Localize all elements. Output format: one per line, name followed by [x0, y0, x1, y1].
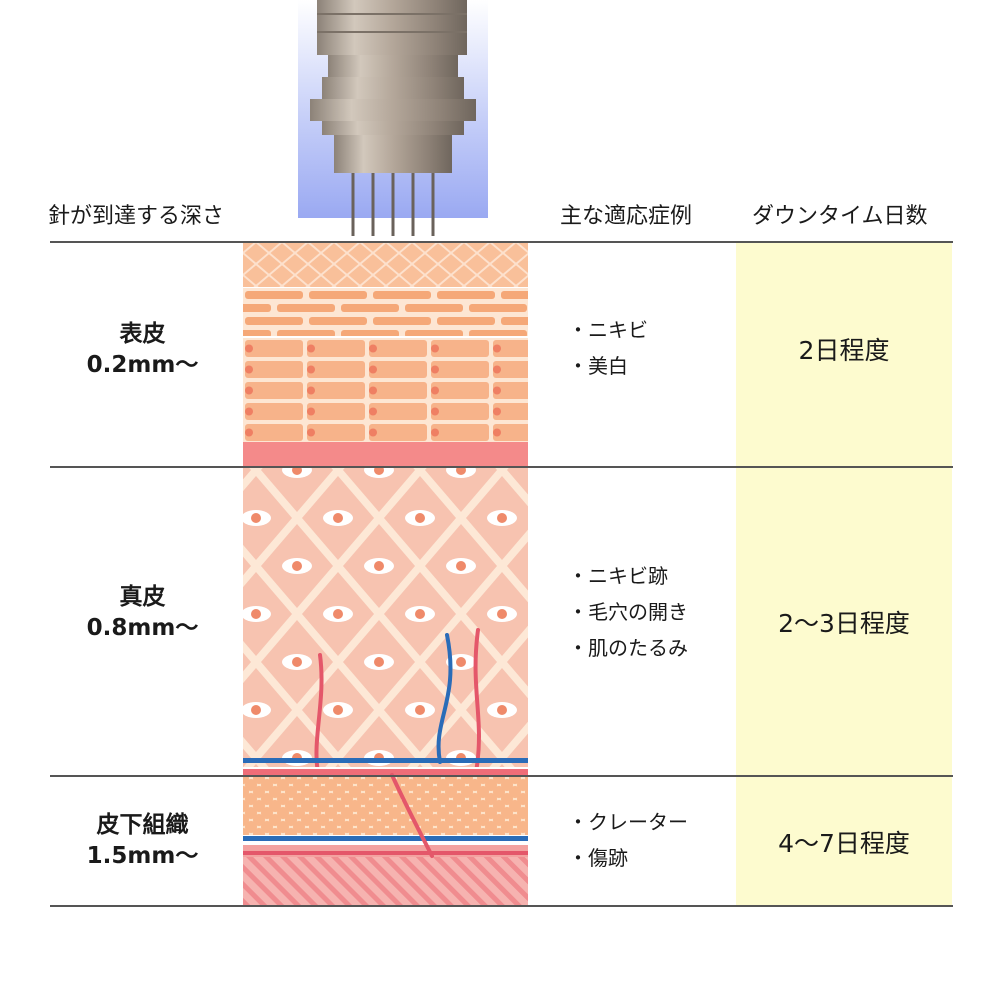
row-3-indications: ・クレーター ・傷跡: [568, 804, 688, 876]
row-3-layer-label: 皮下組織 1.5mm〜: [50, 810, 235, 872]
row-1-indications: ・ニキビ ・美白: [568, 312, 648, 384]
header-depth: 針が到達する深さ: [48, 204, 225, 229]
downtime-bg-row-3: [736, 776, 952, 905]
subcutaneous-layer: [243, 773, 528, 905]
row-2-downtime: 2〜3日程度: [778, 609, 910, 638]
header-indications: 主な適応症例: [560, 204, 693, 229]
header-downtime: ダウンタイム日数: [752, 204, 928, 229]
row-3-layer-name: 皮下組織: [96, 812, 189, 838]
downtime-bg-row-1: [736, 242, 952, 466]
row-1-downtime: 2日程度: [798, 336, 890, 365]
list-item: ・肌のたるみ: [568, 636, 688, 660]
epidermis-layer: [243, 242, 528, 466]
row-1-depth: 0.2mm〜: [86, 352, 199, 378]
table-rule-top: [50, 241, 953, 243]
table-rule-2: [50, 775, 953, 777]
row-1-layer-name: 表皮: [119, 321, 166, 347]
list-item: ・傷跡: [568, 846, 628, 870]
row-2-layer-name: 真皮: [119, 584, 166, 610]
table-rule-bottom: [50, 905, 953, 907]
list-item: ・ニキビ: [568, 318, 648, 342]
row-3-downtime: 4〜7日程度: [778, 829, 910, 858]
list-item: ・毛穴の開き: [568, 600, 688, 624]
row-2-depth: 0.8mm〜: [86, 615, 199, 641]
downtime-bg-row-2: [736, 467, 952, 775]
microneedle-device-icon: [298, 0, 488, 236]
dermis-layer: [243, 467, 528, 775]
row-1-layer-label: 表皮 0.2mm〜: [50, 319, 235, 381]
row-3-depth: 1.5mm〜: [86, 843, 199, 869]
table-rule-1: [50, 466, 953, 468]
list-item: ・クレーター: [568, 810, 688, 834]
row-2-layer-label: 真皮 0.8mm〜: [50, 582, 235, 644]
list-item: ・美白: [568, 354, 628, 378]
row-2-indications: ・ニキビ跡 ・毛穴の開き ・肌のたるみ: [568, 558, 688, 666]
list-item: ・ニキビ跡: [568, 564, 668, 588]
